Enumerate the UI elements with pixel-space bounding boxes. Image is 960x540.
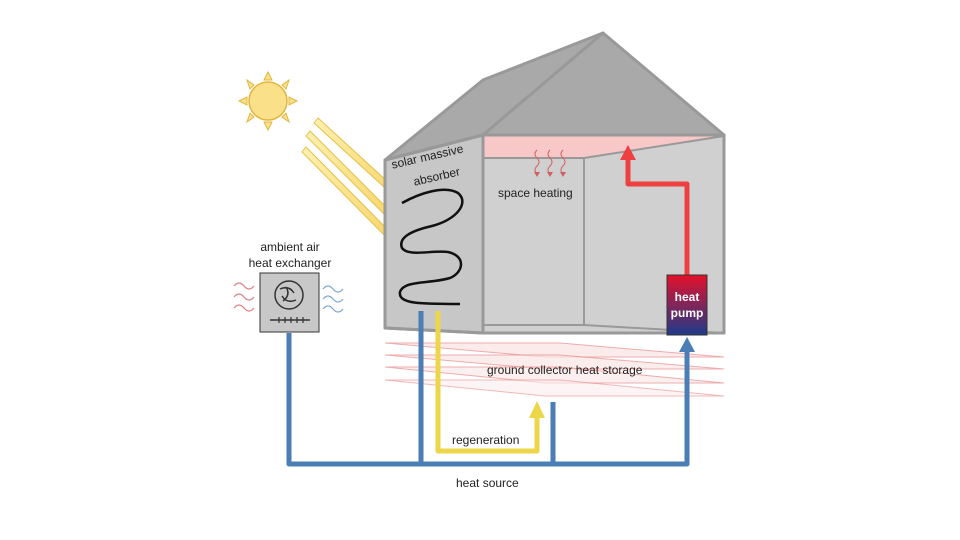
absorber-coil bbox=[398, 188, 464, 306]
ground-collector-layers bbox=[384, 342, 725, 397]
heat-waves-icon bbox=[534, 149, 566, 177]
heat-pump-label-line2: pump bbox=[670, 306, 704, 320]
heat-output-arrow-icon bbox=[620, 145, 636, 160]
ground-storage-label: ground collector heat storage bbox=[487, 363, 643, 377]
heat-pump-label-line1: heat bbox=[674, 290, 700, 304]
ambient-label-line1: ambient air bbox=[260, 240, 320, 254]
regeneration-arrow-icon bbox=[529, 401, 545, 418]
regeneration-pipe bbox=[435, 311, 540, 454]
warm-air-waves-icon bbox=[233, 282, 255, 312]
sun-icon bbox=[237, 70, 299, 132]
space-heating-zone bbox=[483, 136, 722, 158]
ambient-heat-exchanger bbox=[259, 272, 320, 333]
regeneration-label: regeneration bbox=[452, 433, 520, 447]
heat-source-pipe bbox=[286, 311, 690, 467]
cool-air-waves-icon bbox=[322, 285, 344, 313]
fan-icon bbox=[274, 280, 304, 310]
heat-source-label: heat source bbox=[456, 476, 519, 490]
heat-source-arrow-icon bbox=[679, 337, 695, 352]
heat-output-pipe bbox=[625, 160, 690, 275]
ambient-label-line2: heat exchanger bbox=[248, 256, 332, 270]
space-heating-label: space heating bbox=[498, 186, 573, 200]
sun-rays bbox=[301, 117, 401, 242]
heat-pump-box bbox=[666, 274, 708, 336]
